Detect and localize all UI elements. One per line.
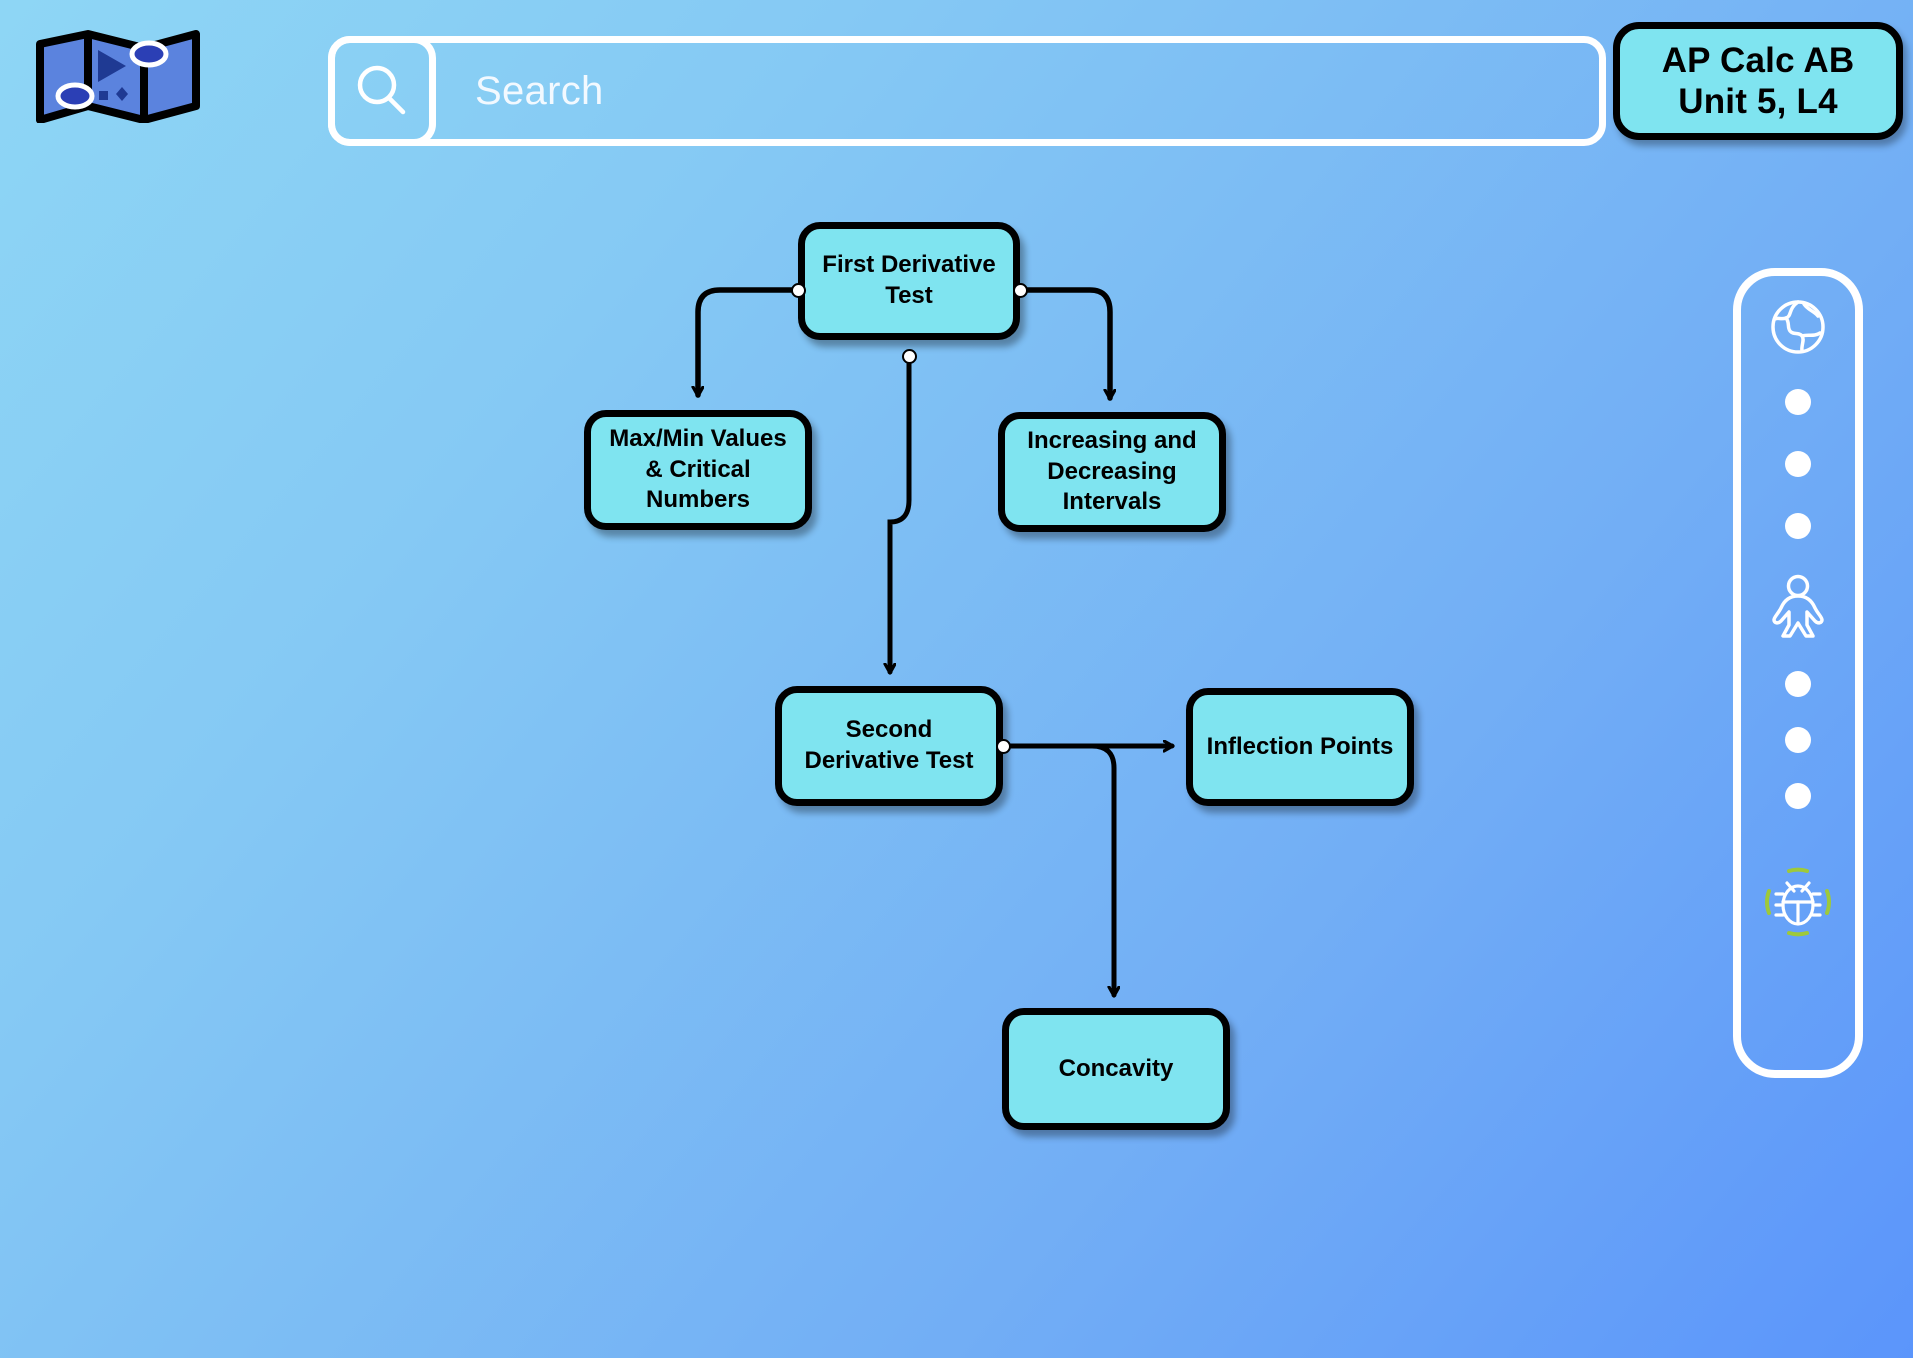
folded-map-icon[interactable] xyxy=(36,28,201,124)
dot-icon xyxy=(1785,389,1811,415)
search-icon[interactable] xyxy=(328,36,436,146)
node-second-derivative-test[interactable]: Second Derivative Test xyxy=(775,686,1003,806)
unit-title-line1: AP Calc AB xyxy=(1661,40,1855,80)
edge-sdt-to-concavity xyxy=(1000,743,1114,995)
dot-icon xyxy=(1785,513,1811,539)
zoom-dot-1[interactable] xyxy=(1741,382,1855,422)
top-bar: AP Calc AB Unit 5, L4 xyxy=(0,0,1913,150)
globe-icon[interactable] xyxy=(1741,290,1855,364)
dot-icon xyxy=(1785,671,1811,697)
node-label: Concavity xyxy=(1058,1054,1174,1082)
edge-fdt-to-incdec xyxy=(1017,287,1110,401)
node-max-min-values[interactable]: Max/Min Values & Critical Numbers xyxy=(584,410,812,530)
edge-fdt-to-sdt xyxy=(890,353,912,672)
port-fdt-left[interactable] xyxy=(791,283,806,298)
dot-icon xyxy=(1785,783,1811,809)
port-sdt-right[interactable] xyxy=(996,739,1011,754)
unit-title-badge: AP Calc AB Unit 5, L4 xyxy=(1613,22,1903,140)
edge-fdt-to-maxmin xyxy=(698,287,801,398)
dot-icon xyxy=(1785,451,1811,477)
node-label: Max/Min Values & Critical Numbers xyxy=(609,424,787,514)
node-increasing-decreasing-intervals[interactable]: Increasing and Decreasing Intervals xyxy=(998,412,1226,532)
unit-title-line2: Unit 5, L4 xyxy=(1678,82,1838,121)
node-concavity[interactable]: Concavity xyxy=(1002,1008,1230,1130)
node-inflection-points[interactable]: Inflection Points xyxy=(1186,688,1414,806)
search-input[interactable] xyxy=(475,43,1595,139)
bug-icon[interactable] xyxy=(1741,858,1855,946)
search-bar[interactable] xyxy=(328,36,1606,146)
node-first-derivative-test[interactable]: First Derivative Test xyxy=(798,222,1020,340)
zoom-dot-3[interactable] xyxy=(1741,506,1855,546)
node-label: Second Derivative Test xyxy=(804,716,974,774)
node-label: Increasing and Decreasing Intervals xyxy=(1027,426,1197,516)
zoom-dot-5[interactable] xyxy=(1741,720,1855,760)
zoom-dot-4[interactable] xyxy=(1741,664,1855,704)
right-toolbar xyxy=(1733,268,1863,1078)
zoom-dot-2[interactable] xyxy=(1741,444,1855,484)
node-label: Inflection Points xyxy=(1206,732,1394,760)
pegman-icon[interactable] xyxy=(1741,568,1855,644)
port-fdt-bottom[interactable] xyxy=(902,349,917,364)
zoom-dot-6[interactable] xyxy=(1741,776,1855,816)
dot-icon xyxy=(1785,727,1811,753)
node-label: First Derivative Test xyxy=(822,251,996,309)
port-fdt-right[interactable] xyxy=(1013,283,1028,298)
